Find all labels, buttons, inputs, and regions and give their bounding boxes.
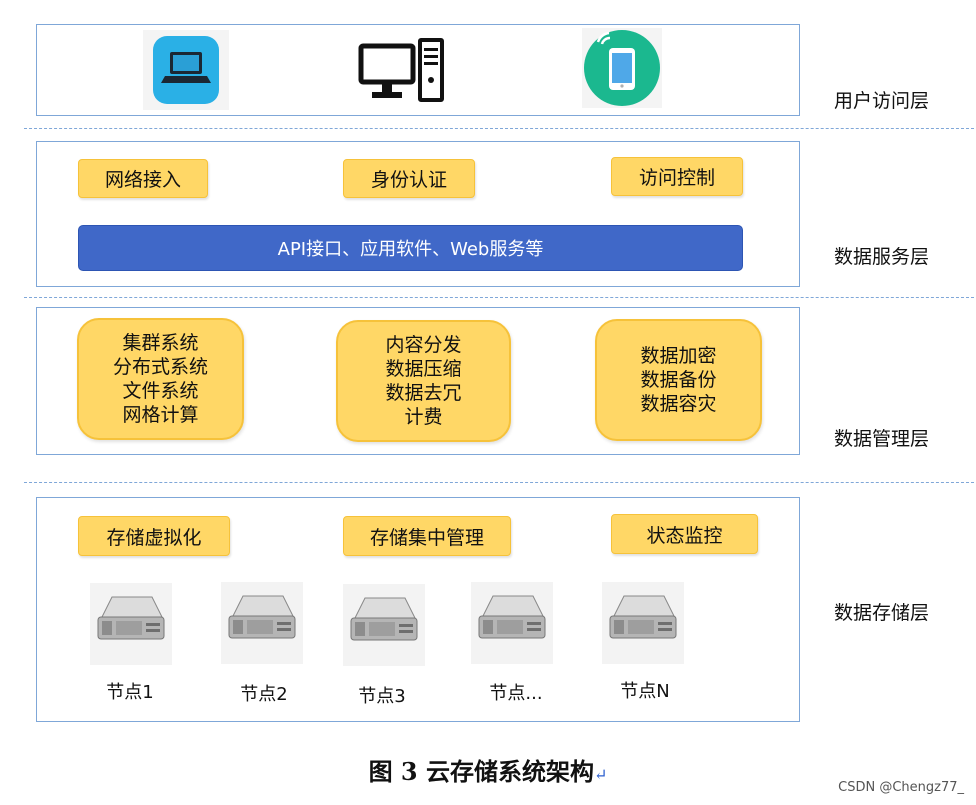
- smartphone-icon: [582, 28, 662, 108]
- node-label: 节点...: [489, 683, 543, 704]
- card-line: 数据加密: [640, 345, 717, 367]
- return-mark: ↵: [594, 765, 608, 784]
- management-card-security: 数据加密 数据备份 数据容灾: [595, 319, 762, 441]
- card-line: 集群系统: [122, 332, 199, 354]
- card-line: 内容分发: [385, 334, 462, 356]
- watermark: CSDN @Chengz77_: [838, 780, 964, 795]
- node-label: 节点3: [358, 686, 406, 707]
- api-bar: API接口、应用软件、Web服务等: [78, 225, 743, 271]
- card-line: 文件系统: [122, 380, 199, 402]
- network-access-tag: 网络接入: [78, 159, 208, 198]
- management-card-content: 内容分发 数据压缩 数据去冗 计费: [336, 320, 511, 442]
- card-line: 分布式系统: [112, 356, 208, 378]
- management-card-cluster: 集群系统 分布式系统 文件系统 网格计算: [77, 318, 244, 440]
- layer-divider: [24, 482, 974, 483]
- user-access-layer-label: 用户访问层: [834, 90, 930, 112]
- storage-management-tag: 存储集中管理: [343, 516, 511, 556]
- card-line: 数据容灾: [640, 393, 717, 415]
- card-line: 数据去冗: [385, 382, 462, 404]
- card-line: 数据备份: [640, 369, 717, 391]
- server-icon: [602, 582, 684, 664]
- access-control-tag: 访问控制: [611, 157, 743, 196]
- card-line: 数据压缩: [385, 358, 462, 380]
- storage-virtualization-tag: 存储虚拟化: [78, 516, 230, 556]
- status-monitor-tag: 状态监控: [611, 514, 758, 554]
- data-management-layer-label: 数据管理层: [834, 428, 930, 450]
- node-label: 节点N: [620, 681, 670, 702]
- card-line: 网格计算: [122, 404, 199, 426]
- data-service-layer-label: 数据服务层: [834, 246, 930, 268]
- card-line: 计费: [404, 406, 443, 428]
- identity-auth-tag: 身份认证: [343, 159, 475, 198]
- layer-divider: [24, 297, 974, 298]
- layer-divider: [24, 128, 974, 129]
- node-label: 节点2: [240, 684, 288, 705]
- server-icon: [90, 583, 172, 665]
- figure-caption-text: 图 3 云存储系统架构: [368, 757, 594, 786]
- node-label: 节点1: [106, 682, 154, 703]
- desktop-computer-icon: [358, 38, 446, 102]
- laptop-icon: [143, 30, 229, 110]
- server-icon: [471, 582, 553, 664]
- figure-caption: 图 3 云存储系统架构↵: [0, 752, 976, 787]
- server-icon: [221, 582, 303, 664]
- data-storage-layer-label: 数据存储层: [834, 602, 930, 624]
- server-icon: [343, 584, 425, 666]
